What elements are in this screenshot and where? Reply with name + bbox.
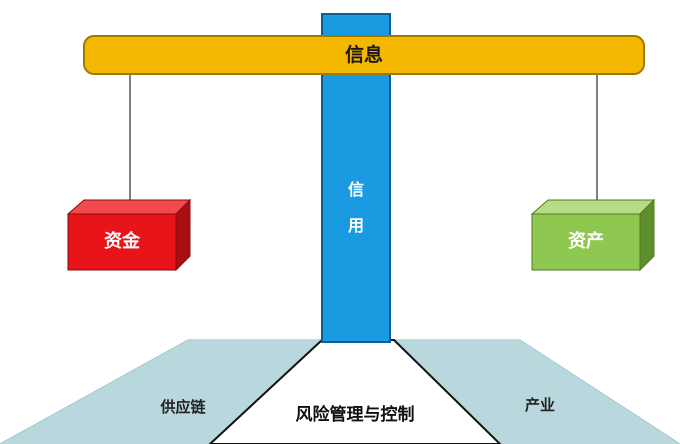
funds-box-top (66, 199, 192, 215)
industry-label: 产业 (524, 396, 555, 414)
assets-box-top (530, 199, 656, 215)
risk-control-label: 风险管理与控制 (295, 405, 415, 425)
assets-label: 资产 (568, 231, 604, 252)
credit-label-1: 信 (347, 180, 364, 199)
information-label: 信息 (344, 44, 383, 66)
base-right-facet (394, 340, 680, 444)
base-left-facet (0, 340, 322, 444)
information-bar (83, 35, 645, 75)
supply-chain-label: 供应链 (160, 398, 206, 416)
credit-label-2: 用 (347, 216, 364, 235)
funds-label: 资金 (104, 231, 140, 252)
assets-box-front (531, 213, 641, 271)
funds-box-front (67, 213, 177, 271)
